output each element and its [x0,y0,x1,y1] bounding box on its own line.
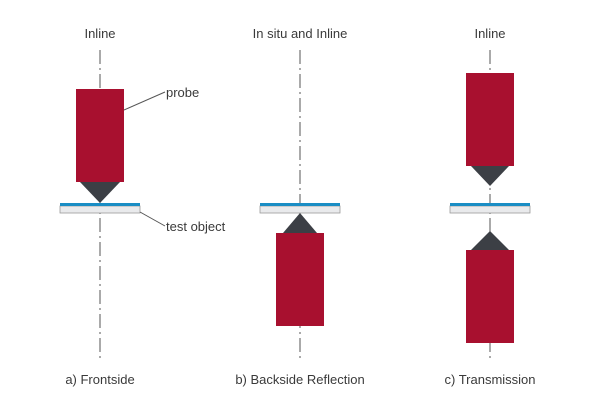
upper-probe-body [466,73,514,166]
test-object-surface [450,203,530,206]
probe-label: probe [166,85,200,100]
probe-callout-line [123,91,166,111]
upper-probe-tip [471,166,509,186]
panel-c-mode-label: Inline [474,26,506,41]
test-object-surface [60,203,140,206]
test-object-surface [260,203,340,206]
lower-probe-body [466,250,514,343]
test-object-callout-line [139,211,166,227]
panel-transmission [449,50,531,360]
panel-a-mode-label: Inline [84,26,116,41]
panel-b-mode-label: In situ and Inline [252,26,348,41]
probe-body [276,233,324,326]
lower-probe-tip [471,231,509,250]
test-object-body [449,205,531,214]
panel-b-caption: b) Backside Reflection [235,372,365,387]
test-object-label: test object [166,219,226,234]
probe-body [76,89,124,182]
test-object-body [59,205,141,214]
probe-tip [80,182,120,203]
test-object-body [259,205,341,214]
panel-frontside [59,50,166,360]
panel-c-caption: c) Transmission [444,372,536,387]
probe-tip [283,213,317,233]
panel-backside-reflection [259,50,341,360]
panel-a-caption: a) Frontside [65,372,135,387]
